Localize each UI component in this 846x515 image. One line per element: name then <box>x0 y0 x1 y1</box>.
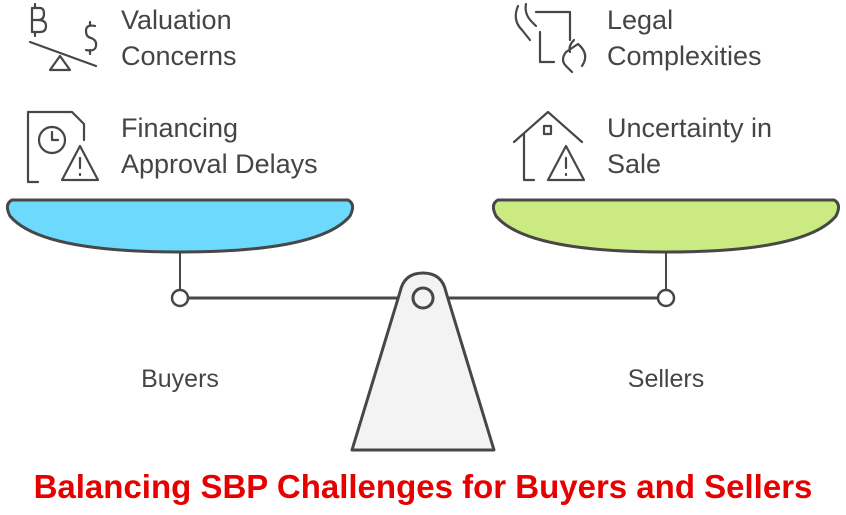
house-warning-icon <box>512 110 586 182</box>
buyers-pan <box>5 198 355 254</box>
uncertainty-sale-label: Uncertainty in Sale <box>607 110 772 182</box>
left-hinge <box>170 288 190 308</box>
sellers-label: Sellers <box>627 365 705 393</box>
label-line: Uncertainty in <box>607 113 773 143</box>
fulcrum-pivot <box>411 286 435 310</box>
label-line: Valuation <box>121 5 232 35</box>
label-line: Approval Delays <box>121 149 318 179</box>
fulcrum <box>350 271 496 452</box>
label-line: Complexities <box>607 41 762 71</box>
legal-document-icon <box>514 2 587 74</box>
valuation-scale-icon <box>28 2 98 72</box>
label-line: Financing <box>121 113 239 143</box>
label-line: Sale <box>607 149 662 179</box>
sellers-pan <box>491 198 841 254</box>
right-hinge <box>656 288 676 308</box>
label-line: Concerns <box>121 41 237 71</box>
label-line: Legal <box>607 5 674 35</box>
financing-delay-icon <box>26 110 100 184</box>
diagram-title: Balancing SBP Challenges for Buyers and … <box>33 468 813 505</box>
buyers-label: Buyers <box>141 365 219 393</box>
